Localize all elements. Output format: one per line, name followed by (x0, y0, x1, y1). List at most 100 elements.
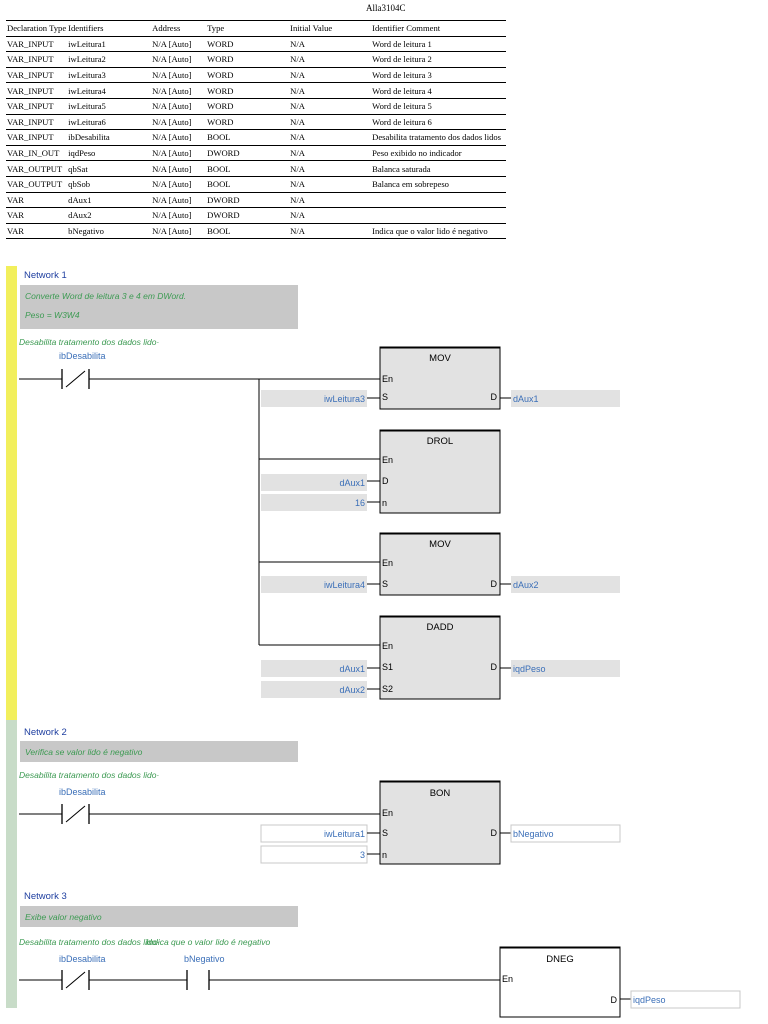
network-3[interactable]: Network 3 Exibe valor negativo Desabilit… (19, 891, 741, 1018)
operand-field[interactable] (261, 390, 367, 407)
function-block-mov[interactable]: MOV En S D (379, 532, 501, 596)
operand-field[interactable] (511, 576, 620, 593)
pin-label: S (382, 579, 388, 589)
block-name: BON (430, 788, 451, 799)
nc-contact[interactable] (61, 369, 90, 389)
table-cell: qbSob (67, 176, 152, 193)
nc-contact[interactable] (61, 804, 90, 824)
operand-variable[interactable]: dAux2 (339, 685, 365, 695)
no-contact[interactable] (186, 970, 210, 990)
operand-variable[interactable]: iwLeitura3 (324, 394, 365, 404)
operand-field[interactable] (261, 660, 367, 677)
function-block-dneg[interactable]: DNEG En D (499, 946, 621, 1018)
table-cell: N/A (289, 145, 372, 162)
table-cell: N/A (289, 51, 372, 68)
table-cell: Peso exibido no indicador (371, 145, 507, 162)
pin-label: n (382, 498, 387, 508)
network-comment-box[interactable] (20, 285, 298, 329)
operand-variable[interactable]: dAux1 (339, 478, 365, 488)
operand-variable[interactable]: dAux2 (513, 580, 539, 590)
operand-variable[interactable]: iwLeitura1 (324, 829, 365, 839)
table-cell: N/A [Auto] (151, 82, 207, 99)
operand-field[interactable] (261, 576, 367, 593)
operand-field[interactable] (511, 390, 620, 407)
table-cell: Word de leitura 6 (371, 114, 507, 131)
contact-variable[interactable]: ibDesabilita (59, 787, 106, 797)
operand-field[interactable] (261, 494, 367, 511)
table-cell: WORD (206, 67, 290, 84)
table-cell: N/A [Auto] (151, 51, 207, 68)
network-title[interactable]: Network 2 (24, 727, 67, 738)
column-header: Declaration Type (6, 20, 68, 37)
table-cell: Indica que o valor lido é negativo (371, 223, 507, 240)
table-cell: BOOL (206, 176, 290, 193)
network-2[interactable]: Network 2 Verifica se valor lido é negat… (19, 727, 621, 865)
function-block-bon[interactable]: BON En S n D (379, 780, 501, 865)
network-comment-line: Peso = W3W4 (25, 310, 80, 320)
nc-contact[interactable] (61, 970, 90, 990)
operand-variable[interactable]: iqdPeso (513, 664, 546, 674)
network-title[interactable]: Network 3 (24, 891, 67, 902)
table-cell: WORD (206, 36, 290, 53)
operand-field[interactable] (260, 845, 368, 864)
operand-constant[interactable]: 16 (355, 498, 365, 508)
variable-declaration-table: Declaration Type Identifiers Address Typ… (6, 20, 507, 240)
column-header: Identifiers (67, 20, 152, 37)
operand-field[interactable] (261, 474, 367, 491)
operand-variable[interactable]: dAux1 (513, 394, 539, 404)
network-comment-box[interactable] (20, 741, 298, 762)
operand-field[interactable] (261, 681, 367, 698)
table-cell: N/A (289, 176, 372, 193)
network-1-bar (6, 266, 17, 720)
table-cell: Word de leitura 3 (371, 67, 507, 84)
table-cell: N/A [Auto] (151, 160, 207, 177)
table-cell: N/A [Auto] (151, 192, 207, 209)
network-comment-box[interactable] (20, 906, 298, 927)
operand-field[interactable] (511, 660, 620, 677)
table-cell: DWORD (206, 145, 290, 162)
table-cell: VAR (6, 192, 68, 209)
contact-comment: Desabilita tratamento dos dados lido· (19, 937, 159, 947)
network-1[interactable]: Network 1 Converte Word de leitura 3 e 4… (19, 270, 620, 700)
operand-variable[interactable]: iwLeitura4 (324, 580, 365, 590)
table-cell: N/A [Auto] (151, 207, 207, 224)
function-block-dadd[interactable]: DADD En S1 S2 D (379, 615, 501, 700)
table-cell: N/A (289, 98, 372, 115)
contact-variable[interactable]: bNegativo (184, 954, 225, 964)
contact-variable[interactable]: ibDesabilita (59, 351, 106, 361)
function-block-drol[interactable]: DROL En D n (379, 429, 501, 514)
contact-variable[interactable]: ibDesabilita (59, 954, 106, 964)
table-cell: WORD (206, 98, 290, 115)
operand-field[interactable] (630, 990, 741, 1009)
table-cell: bNegativo (67, 223, 152, 240)
operand-variable[interactable]: dAux1 (339, 664, 365, 674)
table-cell: VAR_INPUT (6, 51, 68, 68)
table-cell: iwLeitura4 (67, 82, 152, 99)
operand-variable[interactable]: iqdPeso (633, 995, 666, 1005)
operand-field[interactable] (510, 824, 621, 843)
table-cell: N/A [Auto] (151, 145, 207, 162)
table-cell: N/A [Auto] (151, 114, 207, 131)
operand-variable[interactable]: bNegativo (513, 829, 554, 839)
network-title[interactable]: Network 1 (24, 270, 67, 281)
enable-pin-label: En (382, 455, 393, 465)
function-block-mov[interactable]: MOV En S D (379, 346, 501, 410)
table-cell: Word de leitura 4 (371, 82, 507, 99)
pin-label: n (382, 850, 387, 860)
operand-constant[interactable]: 3 (360, 850, 365, 860)
enable-pin-label: En (382, 374, 393, 384)
